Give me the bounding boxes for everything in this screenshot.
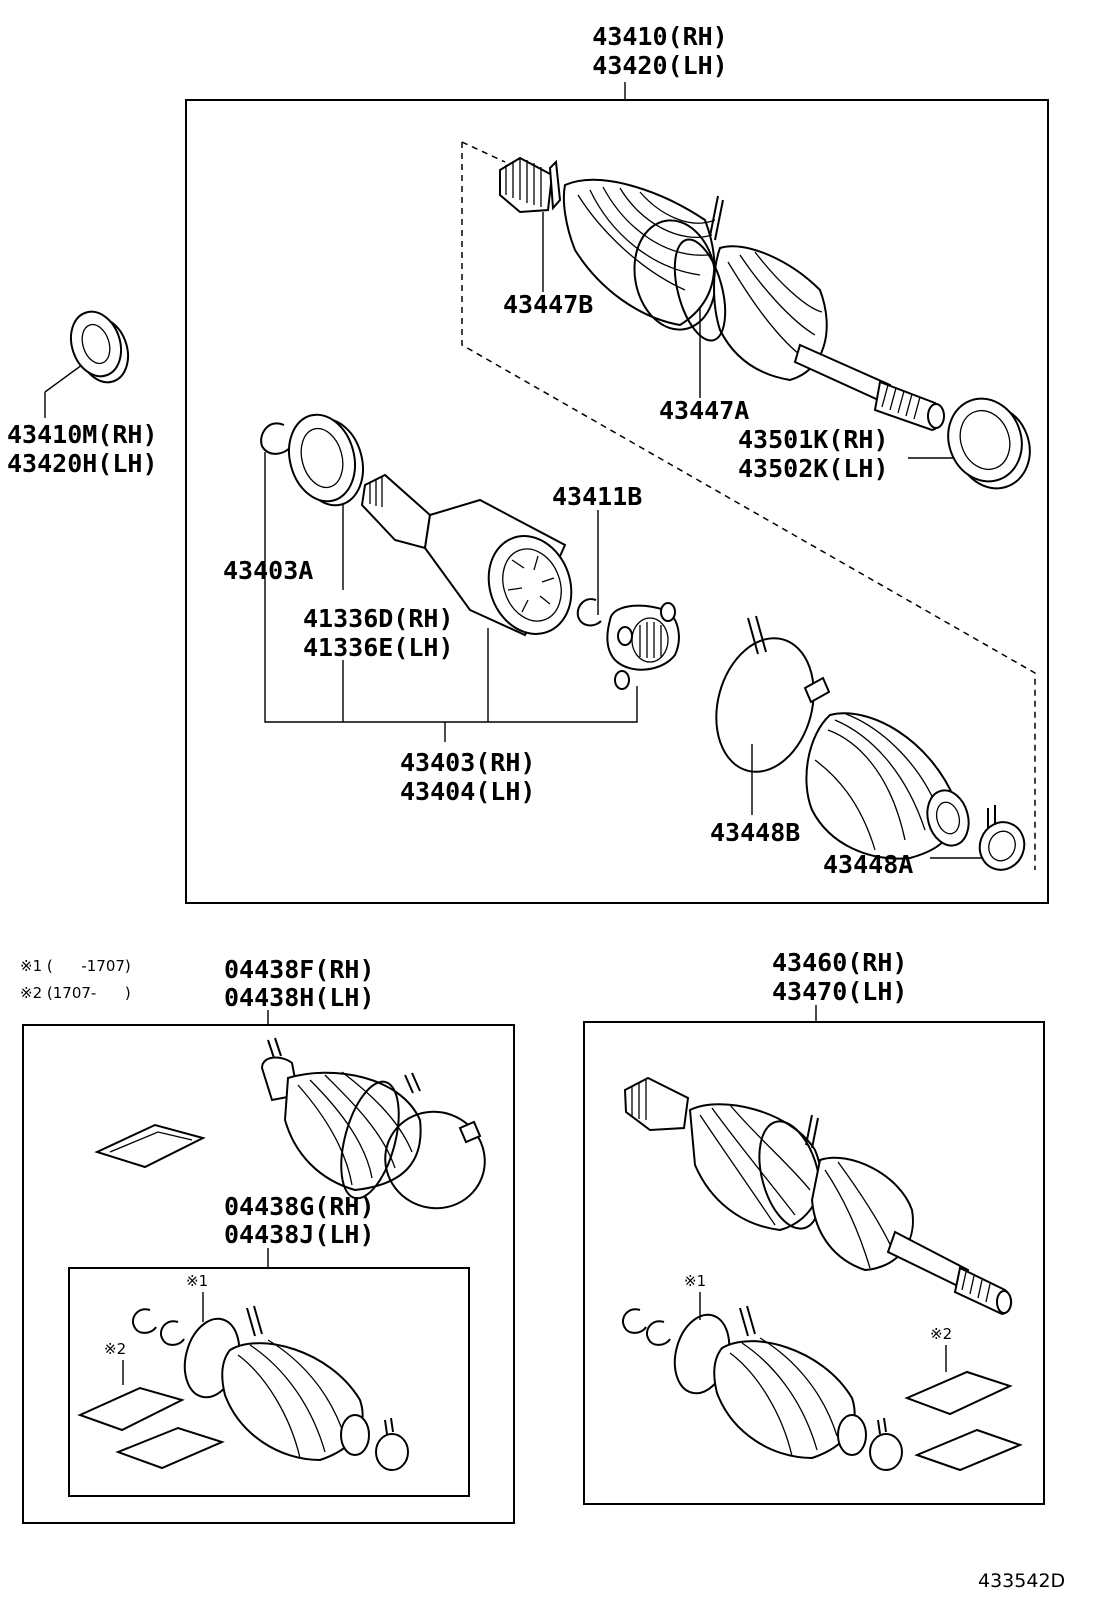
dust-cover-label-lh: 43502K(LH) (738, 454, 889, 483)
oil-seal-left-label-lh: 43420H(LH) (7, 449, 158, 478)
joint-kit-label-rh: 43403(RH) (400, 748, 536, 777)
boot-kit-inner-label-lh: 04438J(LH) (224, 1220, 375, 1249)
snap-ring-big-label: 43403A (223, 556, 314, 585)
boot-clamp-big-drawing (715, 615, 831, 773)
inner-boot-kit-box (68, 1267, 470, 1497)
mark-2-inner-kit: ※2 (104, 1340, 127, 1358)
assembly-label-lh: 43420(LH) (592, 51, 728, 80)
shaft-label-lh: 43470(LH) (772, 977, 908, 1006)
main-assembly-box (185, 99, 1049, 904)
figure-id: 433542D (978, 1570, 1066, 1592)
boot-clamp-small-label: 43448A (823, 850, 914, 879)
drive-shaft-drawing (622, 1076, 1023, 1472)
joint-tulip-label-lh: 41336E(LH) (303, 633, 454, 662)
joint-seal-drawing (288, 413, 364, 507)
inner-boot-drawing (805, 712, 970, 860)
boot-kit-inner-label-rh: 04438G(RH) (224, 1192, 375, 1221)
shaft-label-rh: 43460(RH) (772, 948, 908, 977)
boot-clamp-small-drawing (978, 805, 1026, 871)
note-1: ※1 ( -1707) (20, 957, 131, 975)
mark-1-shaft: ※1 (684, 1272, 707, 1290)
outboard-joint-drawing (499, 156, 945, 432)
clamp-inner-label: 43447A (659, 396, 750, 425)
oil-seal-left-label-rh: 43410M(RH) (7, 420, 158, 449)
joint-kit-label-lh: 43404(LH) (400, 777, 536, 806)
oil-seal-left-drawing (70, 310, 129, 384)
snap-ring-big-drawing (260, 422, 293, 455)
shaft-box (583, 1021, 1045, 1505)
snap-ring-small-label: 43411B (552, 482, 643, 511)
mark-2-shaft: ※2 (930, 1325, 953, 1343)
note-2: ※2 (1707- ) (20, 984, 131, 1002)
joint-tulip-label-rh: 41336D(RH) (303, 604, 454, 633)
assembly-label-rh: 43410(RH) (592, 22, 728, 51)
dust-cover-label-rh: 43501K(RH) (738, 425, 889, 454)
outer-boot-kit-drawing (94, 1037, 486, 1210)
boot-kit-outer-label-rh: 04438F(RH) (224, 955, 375, 984)
outboard-dashed-frame (461, 142, 1036, 870)
tulip-housing-drawing (360, 473, 573, 637)
clamp-outer-label: 43447B (503, 290, 594, 319)
snap-ring-small-drawing (576, 598, 602, 627)
boot-clamp-big-label: 43448B (710, 818, 801, 847)
mark-1-inner-kit: ※1 (186, 1272, 209, 1290)
dust-cover-drawing (947, 397, 1031, 490)
boot-kit-outer-label-lh: 04438H(LH) (224, 983, 375, 1012)
tripod-drawing (606, 602, 680, 690)
inner-boot-kit-drawing (77, 1305, 409, 1471)
outer-boot-kit-box (22, 1024, 515, 1524)
